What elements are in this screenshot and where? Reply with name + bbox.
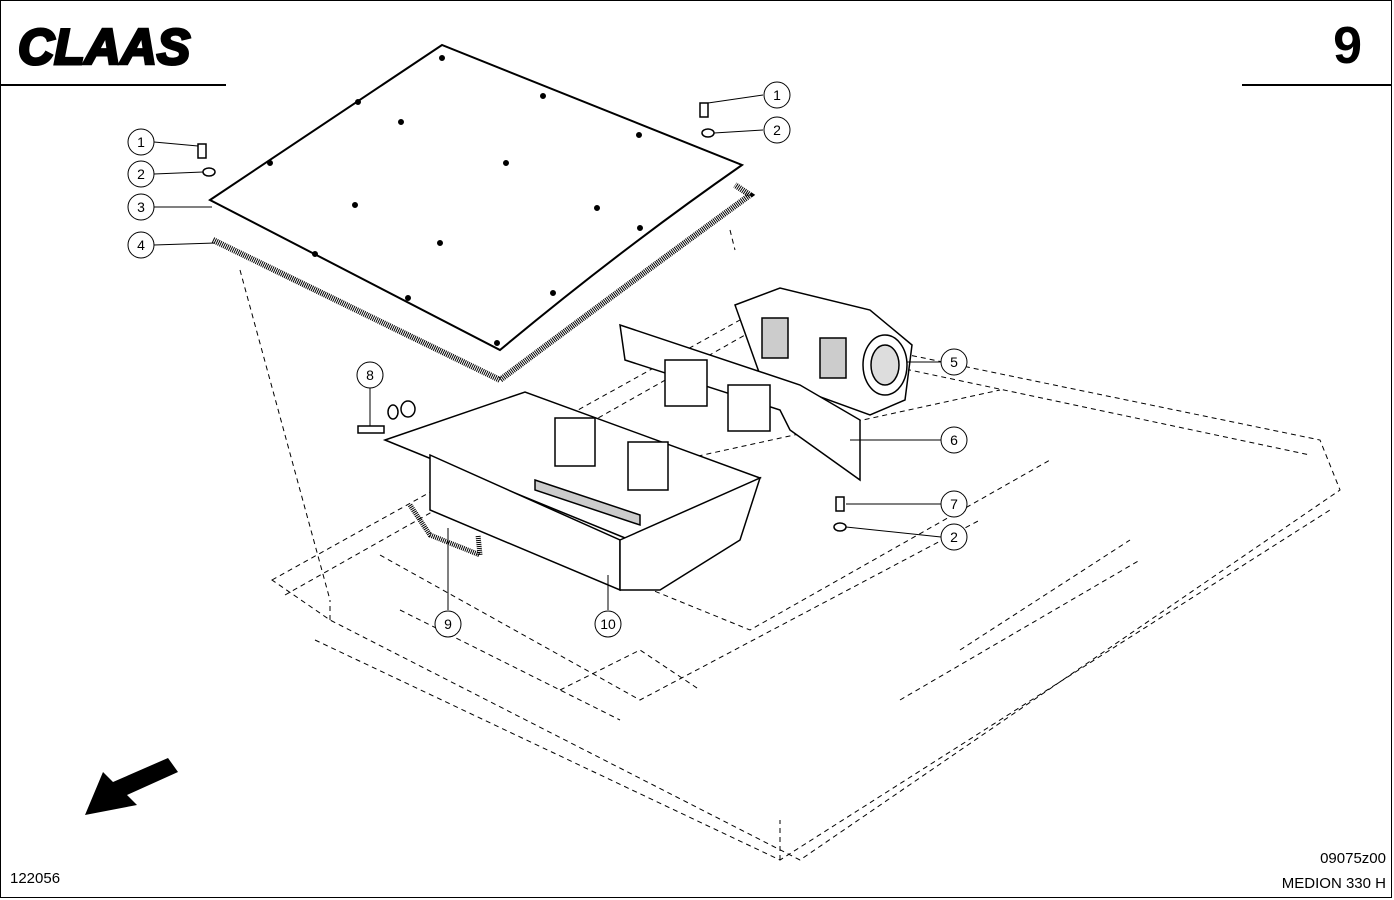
- callout-8: 8: [356, 361, 384, 389]
- svg-text:3: 3: [137, 199, 145, 215]
- housing-tray: [382, 391, 762, 592]
- svg-text:1: 1: [773, 87, 781, 103]
- nut-icon: [400, 400, 416, 418]
- callout-6: 6: [940, 426, 968, 454]
- callout-1-right: 1: [763, 81, 791, 109]
- svg-text:2: 2: [137, 166, 145, 182]
- callout-2-right: 2: [763, 116, 791, 144]
- svg-text:10: 10: [600, 616, 616, 632]
- fasteners: [197, 102, 847, 532]
- svg-text:7: 7: [950, 496, 958, 512]
- claas-logo-text: CLAAS: [18, 19, 190, 72]
- callout-1-left: 1: [127, 128, 155, 156]
- svg-text:2: 2: [950, 529, 958, 545]
- model-name: MEDION 330 H: [1281, 875, 1386, 892]
- leader-lines: [153, 94, 942, 610]
- screw-icon: [835, 496, 845, 512]
- svg-text:2: 2: [773, 122, 781, 138]
- svg-text:4: 4: [137, 237, 145, 253]
- callout-2-left: 2: [127, 160, 155, 188]
- roof-seal-gasket: [211, 182, 756, 384]
- callout-4: 4: [127, 231, 155, 259]
- washer-icon: [202, 167, 216, 177]
- mounting-plate: [619, 323, 861, 482]
- screw-icon: [699, 102, 709, 118]
- document-number: 122056: [10, 870, 61, 887]
- callout-2-lower: 2: [940, 523, 968, 551]
- roof-cover-panel: [208, 43, 745, 352]
- callout-5: 5: [940, 348, 968, 376]
- washer-icon: [833, 522, 847, 532]
- svg-text:6: 6: [950, 432, 958, 448]
- callout-9: 9: [434, 610, 462, 638]
- bolt-icon: [357, 425, 385, 434]
- svg-text:8: 8: [366, 367, 374, 383]
- callout-10: 10: [594, 610, 622, 638]
- svg-text:9: 9: [444, 616, 452, 632]
- callout-3: 3: [127, 193, 155, 221]
- drawing-code: 09075z00: [1320, 850, 1386, 867]
- callout-7: 7: [940, 490, 968, 518]
- tray-gasket-strip: [407, 503, 483, 559]
- blower-unit: [734, 287, 913, 416]
- screw-icon: [197, 143, 207, 159]
- washer-icon: [387, 404, 399, 420]
- washer-icon: [701, 128, 715, 138]
- direction-arrow-icon: [85, 758, 178, 815]
- svg-text:1: 1: [137, 134, 145, 150]
- page-number: 9: [1333, 17, 1362, 75]
- svg-text:5: 5: [950, 354, 958, 370]
- claas-logo: CLAAS: [17, 18, 192, 72]
